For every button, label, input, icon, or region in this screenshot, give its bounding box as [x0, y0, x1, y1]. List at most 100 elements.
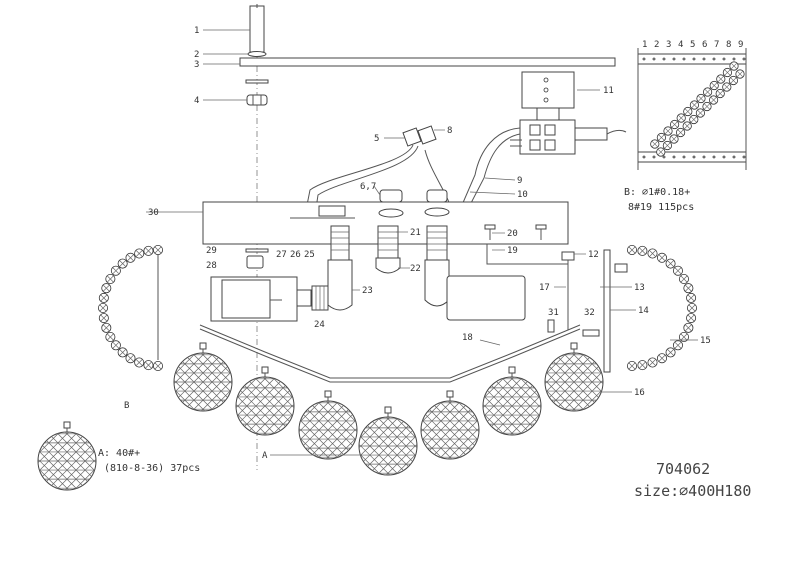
bead: [627, 360, 638, 371]
part-label: 24: [314, 320, 325, 330]
bead: [663, 126, 673, 136]
bead: [637, 360, 648, 371]
bead: [689, 114, 699, 125]
bead: [669, 119, 680, 130]
crystal-ball: [173, 342, 233, 412]
cable-connector: [574, 127, 608, 141]
strip-hole: [742, 155, 746, 159]
bead: [683, 106, 693, 117]
lampholder-21: [377, 225, 399, 259]
strip-scale-number: 3: [666, 40, 671, 50]
part-label: 9: [517, 176, 522, 186]
strip-hole: [722, 155, 726, 159]
pin-31: [547, 319, 555, 333]
bead: [722, 67, 733, 78]
bead: [98, 313, 109, 324]
bead-letter-label: B: [124, 401, 129, 411]
bead: [101, 283, 112, 294]
hex-nut-6-7: [379, 189, 403, 203]
bead-b-label: B: ⌀1#0.18+: [624, 187, 690, 198]
bead: [686, 313, 697, 324]
wire: [461, 127, 521, 206]
bead: [657, 353, 668, 364]
washer: [247, 51, 267, 57]
strip-scale-number: 4: [678, 40, 683, 50]
part-label: 18: [462, 333, 473, 343]
crystal-balls: [37, 342, 604, 491]
part-label: 13: [634, 283, 645, 293]
bead: [117, 347, 128, 358]
bead: [687, 302, 698, 313]
strip-scale-number: 5: [690, 40, 695, 50]
lampholder-23: [330, 225, 350, 261]
cap-22: [375, 257, 401, 274]
strip-hole: [732, 57, 736, 61]
bead: [110, 265, 121, 276]
strip-hole: [682, 57, 686, 61]
bead: [117, 258, 128, 269]
part-label: 6,7: [360, 182, 376, 192]
strip-scale-number: 8: [726, 40, 731, 50]
bead: [728, 75, 739, 86]
bead: [101, 322, 112, 333]
bead: [716, 74, 726, 84]
bead: [143, 245, 154, 256]
lampholder-right: [426, 225, 448, 261]
bulb-right: [424, 259, 450, 307]
bead: [696, 93, 706, 104]
bead: [672, 265, 683, 276]
part-label: 28: [206, 261, 217, 271]
bead: [152, 360, 163, 371]
strip-hole: [642, 57, 646, 61]
bead: [729, 61, 739, 71]
model-number: 704062: [656, 460, 710, 478]
bead: [665, 258, 676, 269]
strip-scale-number: 7: [714, 40, 719, 50]
part-label: 12: [588, 250, 599, 260]
hex-nut-right: [426, 189, 448, 203]
bead: [627, 244, 638, 255]
part-label: 22: [410, 264, 421, 274]
bead: [662, 140, 673, 151]
strip-hole: [712, 155, 716, 159]
bead: [125, 353, 136, 364]
strip-hole: [672, 155, 676, 159]
part-label: 3: [194, 60, 199, 70]
part-label: 17: [539, 283, 550, 293]
part-label: 30: [148, 208, 159, 218]
strip-hole: [642, 155, 646, 159]
bead: [676, 113, 686, 123]
part-label: 32: [584, 308, 595, 318]
bead: [143, 360, 154, 371]
part-label: 25: [304, 250, 315, 260]
bead: [665, 347, 676, 358]
part-label: 29: [206, 246, 217, 256]
strip-hole: [702, 57, 706, 61]
part-label: 10: [517, 190, 528, 200]
washer-29: [245, 248, 269, 253]
screw-32: [582, 329, 600, 337]
crystal-ball: [358, 406, 418, 476]
strip-scale-number: 6: [702, 40, 707, 50]
bead: [675, 127, 686, 138]
strip-scale-number: 1: [642, 40, 647, 50]
strip-hole: [692, 57, 696, 61]
strip-hole: [712, 57, 716, 61]
bead: [152, 244, 163, 255]
part-label: 8: [447, 126, 452, 136]
hanging-rod: [249, 5, 265, 53]
strip-hole: [732, 155, 736, 159]
bead: [650, 139, 660, 149]
bulb-23: [327, 259, 353, 311]
wire: [304, 144, 414, 216]
bead: [686, 292, 697, 303]
strip-scale-number: 2: [654, 40, 659, 50]
bead: [695, 108, 706, 118]
part-label: 26: [290, 250, 301, 260]
crystal-ball: [235, 366, 295, 436]
bead: [715, 88, 725, 99]
strip-hole: [692, 155, 696, 159]
strip-hole: [662, 57, 666, 61]
part-label: 31: [548, 308, 559, 318]
